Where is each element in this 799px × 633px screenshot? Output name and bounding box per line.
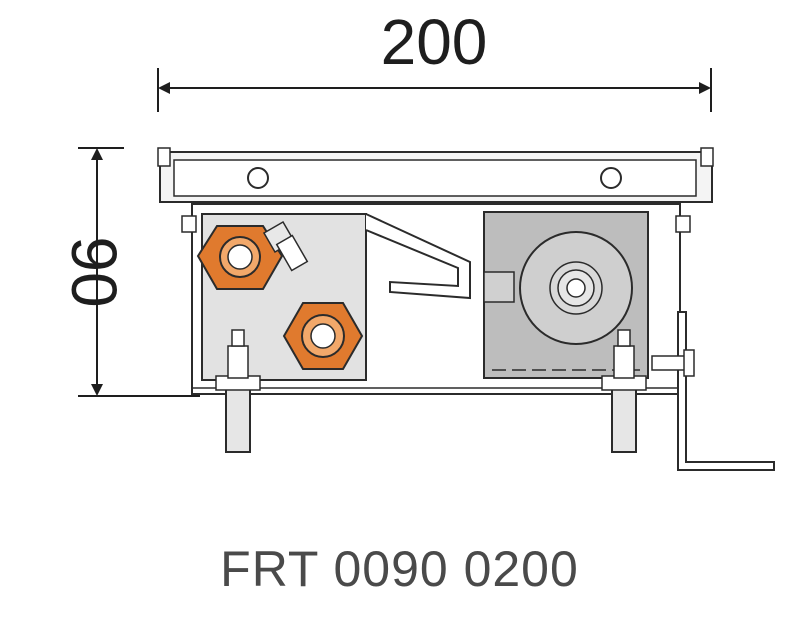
height-label: 90 [58,236,130,307]
pipe-fitting-upper [196,220,309,290]
side-bracket [651,311,775,471]
model-code-label: FRT 0090 0200 [220,541,579,597]
width-label: 200 [381,6,488,78]
width-dimension: 200 [157,6,712,112]
mounting-hole-left [247,167,269,189]
height-dimension: 90 [58,147,200,397]
bleed-valve [262,220,309,272]
fan-unit [483,211,649,379]
adjustable-foot-right [601,329,647,453]
mounting-hole-right [600,167,622,189]
adjustable-foot-left [215,329,261,453]
pipe-fitting-lower [282,302,364,370]
fan-hub [566,278,586,298]
top-grille-frame [157,147,714,203]
